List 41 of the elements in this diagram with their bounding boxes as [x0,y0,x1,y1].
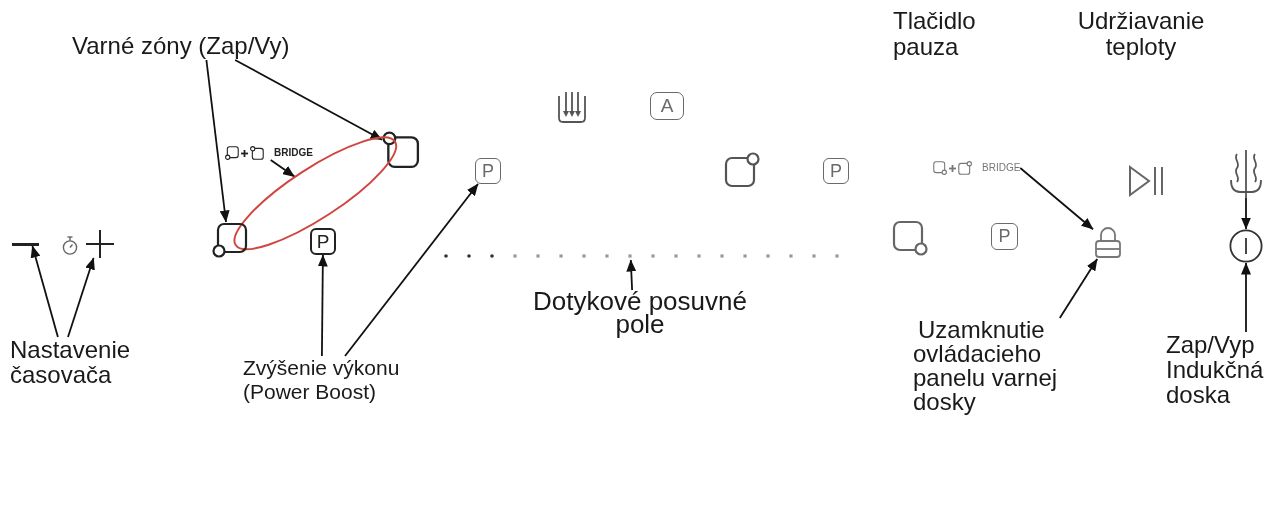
leader-arrow [1241,262,1251,333]
leader-arrow [205,59,230,223]
leader-arrow [1019,167,1094,231]
triple-arrow-icon [556,90,588,124]
leader-arrow [30,245,59,338]
leader-arrow [1058,258,1099,319]
callout-label: Uzamknutie ovládacieho panelu varnej dosky [913,318,1078,414]
cooking-zone-icon [892,220,928,256]
callout-label: Nastavenie časovača [10,337,145,387]
leader-arrow [317,254,328,357]
steam-icon [1228,150,1264,198]
bridge-label: BRIDGE [982,161,1021,175]
power-icon [1229,229,1263,263]
callout-label: Varné zóny (Zap/Vy) [72,32,290,60]
slider-track [443,252,840,260]
leader-arrow [234,59,383,141]
boost-button: P [991,223,1018,250]
boost-button: P [310,228,336,255]
boost-button: P [475,158,501,184]
leader-arrow [626,259,637,291]
cooking-zone-icon [382,131,420,169]
cooking-zone-icon [212,222,248,258]
auto-button: A [650,92,684,120]
callout-label: Udržiavanie teploty [1076,8,1206,60]
cooking-zone-icon [724,152,760,188]
lock-icon [1093,225,1123,259]
minus-icon [12,243,39,246]
leader-arrow [269,159,296,178]
bridge-label: BRIDGE [274,146,313,160]
play-pause-icon [1128,165,1166,197]
stopwatch-icon [62,236,78,255]
leader-arrow [1241,197,1251,230]
boost-button: P [823,158,849,184]
callout-label: Dotykové posuvné pole [520,290,760,336]
plus-icon [86,230,114,258]
leader-arrow [67,257,95,338]
callout-label: Zap/Vyp Indukčná doska [1166,332,1271,407]
callout-label: Tlačidlo pauza [893,8,977,60]
callout-label: Zvýšenie výkonu (Power Boost) [243,356,418,404]
highlight-ellipse [232,135,398,251]
leader-arrow [344,183,479,357]
